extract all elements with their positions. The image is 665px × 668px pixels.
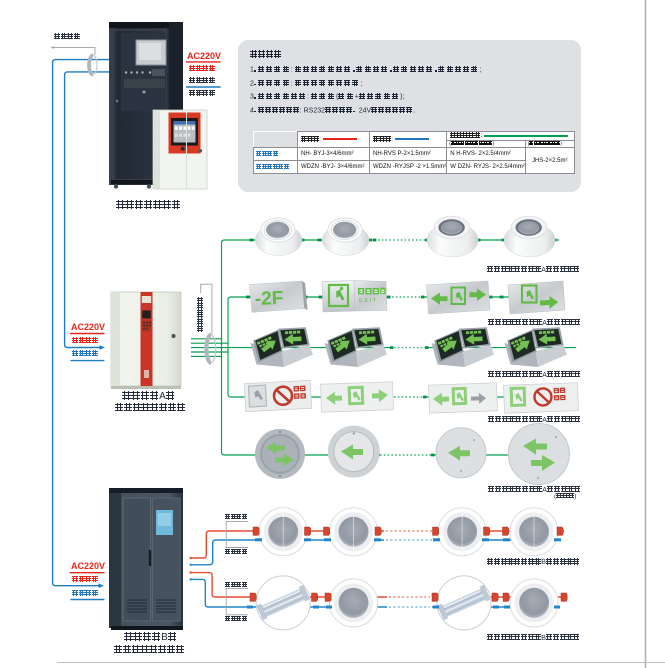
svg-text:EXIT: EXIT	[359, 298, 378, 304]
svg-text:-2F: -2F	[254, 288, 283, 310]
